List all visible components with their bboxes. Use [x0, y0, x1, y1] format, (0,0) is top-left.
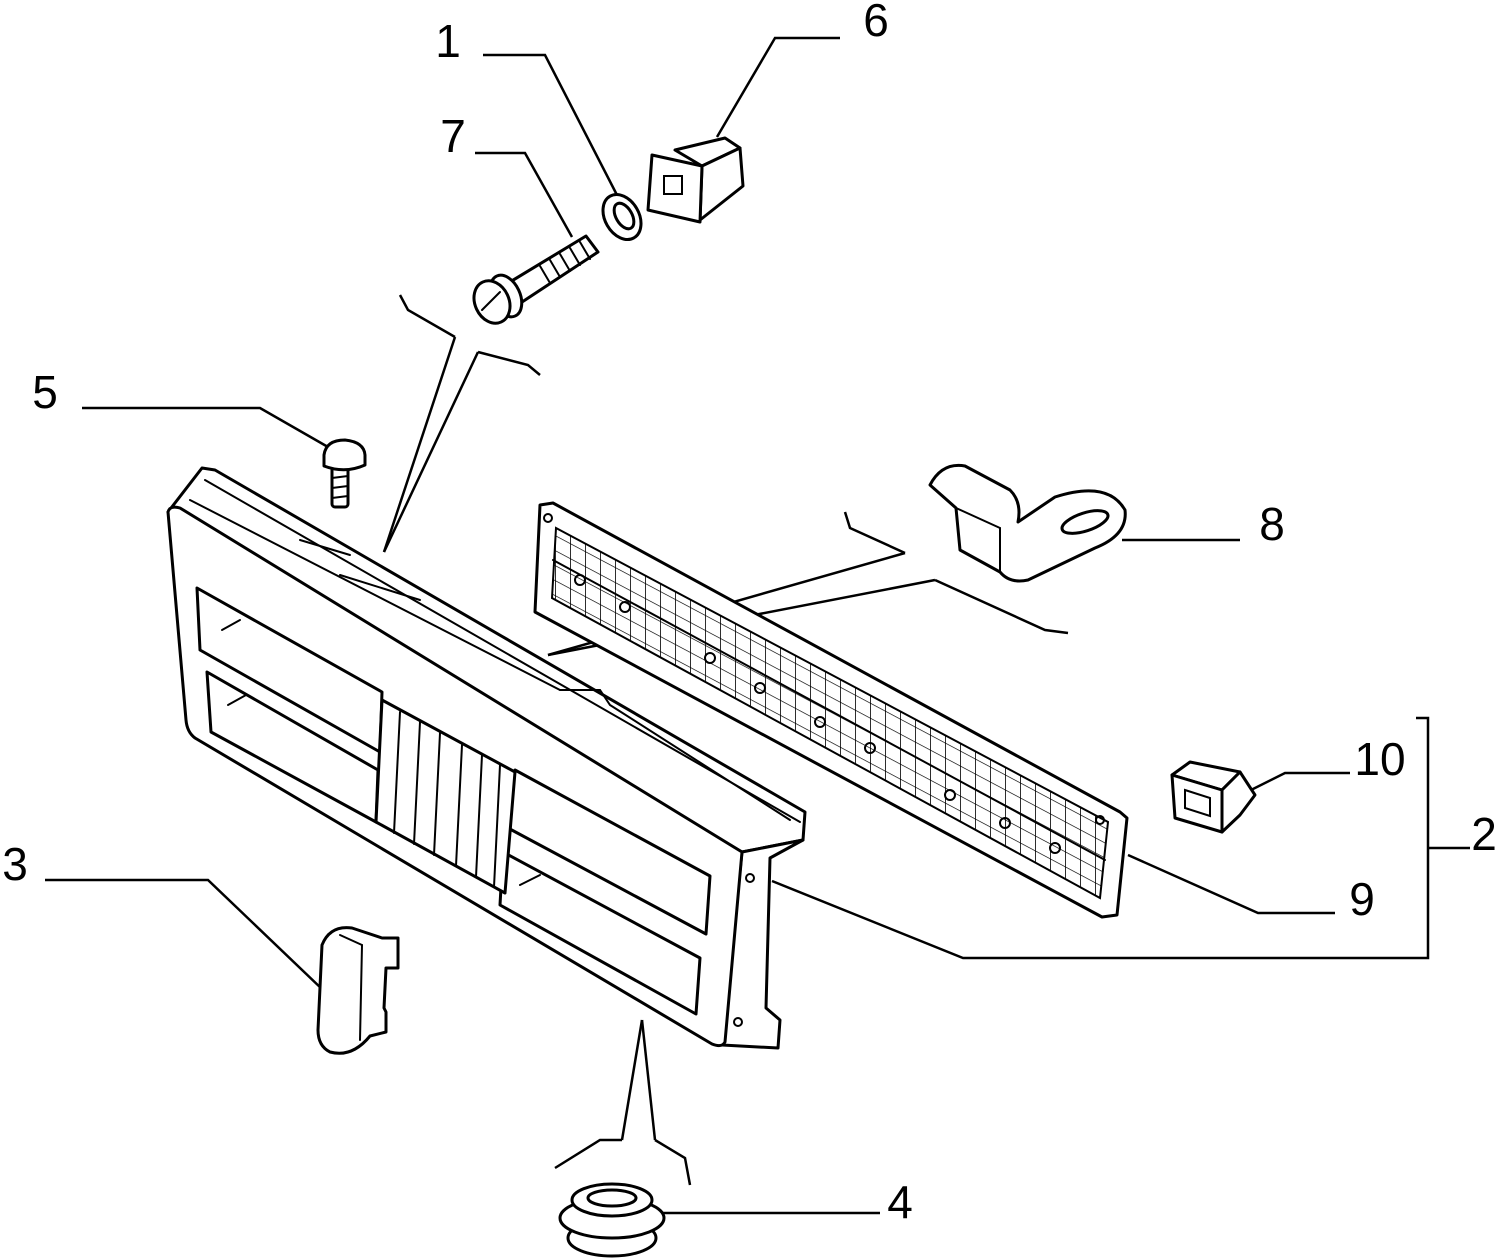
callout-1: 1: [435, 15, 461, 67]
callouts: 1 6 7 5 8 10 2 9 3 4: [2, 0, 1497, 1228]
assembly-bracket-bottom: [554, 1138, 622, 1170]
screw: [322, 438, 367, 509]
assembly-bracket-top: [398, 294, 456, 339]
grille-frame: [166, 466, 807, 1050]
leader-5: [82, 406, 329, 449]
leader-10: [1246, 771, 1350, 794]
leader-9: [1127, 853, 1335, 915]
grille-side-face: [720, 838, 805, 1050]
callout-3: 3: [2, 838, 28, 890]
callout-6: 6: [863, 0, 889, 46]
assembly-line-top-b: [382, 351, 480, 553]
grille-center-slats: [374, 698, 517, 895]
callout-9: 9: [1349, 873, 1375, 925]
square-clip-nut: [646, 136, 745, 224]
grommet: [558, 1182, 666, 1258]
assembly-line-bottom-a: [620, 1019, 644, 1141]
callout-4: 4: [887, 1176, 913, 1228]
leader-6: [715, 36, 840, 138]
assembly-bracket-mesh: [843, 511, 906, 555]
bolt: [472, 234, 600, 325]
leader-lines: [45, 36, 1470, 1215]
callout-5: 5: [32, 366, 58, 418]
mounting-bracket: [928, 463, 1127, 583]
assembly-bracket-bottom-2: [654, 1138, 692, 1186]
callout-2: 2: [1471, 808, 1497, 860]
callout-10: 10: [1354, 733, 1405, 785]
leader-3: [45, 878, 324, 991]
washer: [601, 193, 643, 241]
leader-7: [475, 151, 574, 238]
callout-7: 7: [440, 110, 466, 162]
bracket-2: [771, 716, 1430, 960]
assembly-line-top-a: [382, 336, 457, 553]
assembly-line-bottom-b: [640, 1019, 657, 1141]
assembly-bracket-top-2: [477, 350, 541, 376]
callout-8: 8: [1259, 498, 1285, 550]
trim-clip: [316, 926, 400, 1055]
small-clip: [1170, 760, 1257, 834]
assembly-bracket-mesh-2: [934, 578, 1069, 635]
leader-1: [483, 53, 620, 198]
